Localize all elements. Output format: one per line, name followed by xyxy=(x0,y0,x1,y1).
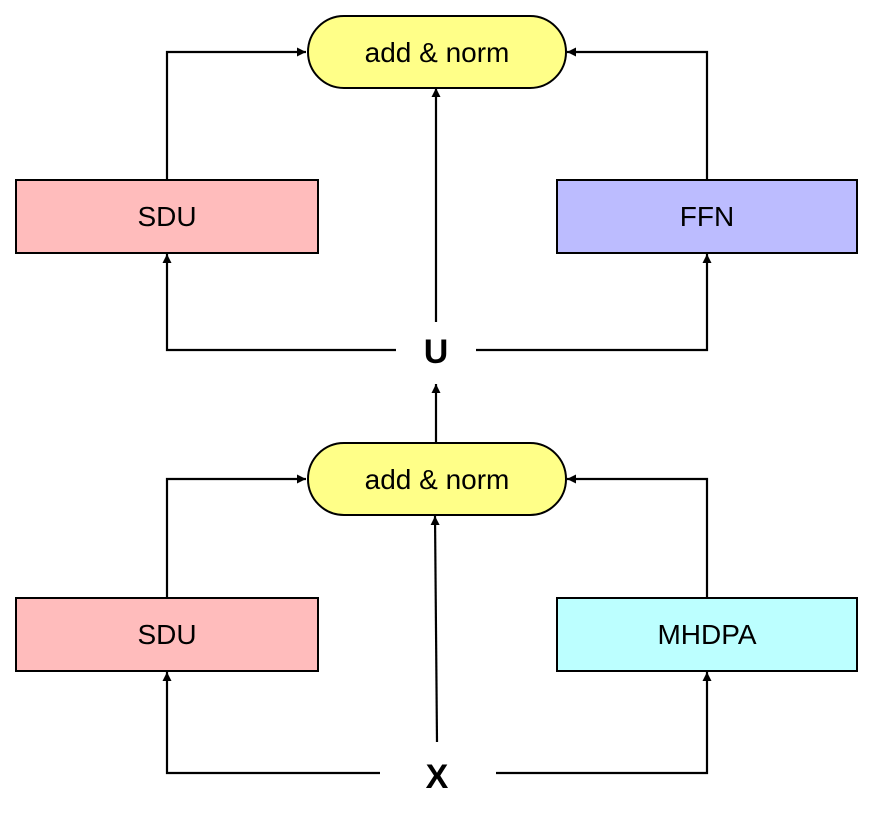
bottom-sdu-label: SDU xyxy=(137,619,196,650)
bottom-mhdpa-to-add-norm-arrow xyxy=(567,474,709,598)
bottom-block: add & norm SDU MHDPA X xyxy=(15,442,858,796)
top-sdu-to-add-norm-arrow xyxy=(165,47,306,180)
bottom-input-label: X xyxy=(426,758,449,796)
bottom-sdu-box xyxy=(15,597,319,672)
top-u-to-ffn-arrow xyxy=(476,254,712,352)
bottom-x-to-sdu-arrow xyxy=(162,672,380,775)
top-ffn-to-add-norm-arrow xyxy=(567,47,709,180)
top-add-norm-label: add & norm xyxy=(365,37,510,68)
bottom-mhdpa-label: MHDPA xyxy=(657,619,756,650)
bottom-mhdpa-box xyxy=(556,597,858,672)
bottom-x-to-mhdpa-arrow xyxy=(496,672,712,775)
bottom-add-norm-box xyxy=(307,442,567,516)
top-sdu-box xyxy=(15,179,319,254)
top-u-to-sdu-arrow xyxy=(162,254,396,352)
bottom-sdu-to-add-norm-arrow xyxy=(165,474,306,598)
top-input-label: U xyxy=(424,333,449,371)
top-block: add & norm SDU FFN U xyxy=(15,15,858,371)
bottom-add-norm-label: add & norm xyxy=(365,464,510,495)
bottom-x-to-add-norm-arrow xyxy=(430,515,440,743)
top-sdu-label: SDU xyxy=(137,201,196,232)
top-ffn-label: FFN xyxy=(680,201,734,232)
